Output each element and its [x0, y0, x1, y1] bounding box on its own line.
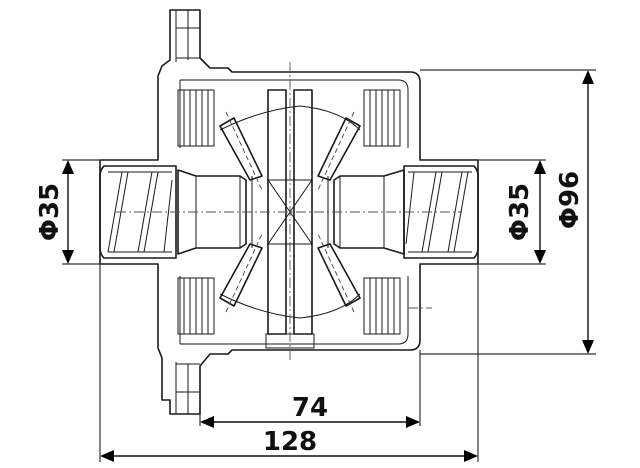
- dimension-outer-diameter: Φ96: [555, 70, 594, 354]
- clutch-pack-bottom-left: [177, 277, 215, 335]
- dimension-label-inner-width: 74: [292, 393, 328, 423]
- dimension-label-outer-diameter: Φ96: [555, 171, 585, 229]
- housing-outline: [99, 9, 479, 415]
- dimension-label-left-bore: Φ35: [35, 183, 65, 241]
- clutch-pack-bottom-right: [363, 277, 401, 335]
- pinion-shaft: [265, 89, 315, 349]
- dimension-left-bore: Φ35: [35, 160, 74, 264]
- clutch-pack-top-left: [177, 89, 215, 147]
- pinion-gears: [219, 105, 361, 319]
- dimension-right-bore: Φ35: [505, 160, 546, 264]
- dimension-inner-width: 74: [200, 393, 420, 428]
- dimension-label-overall-width: 128: [263, 427, 317, 457]
- center-lines: [116, 62, 462, 362]
- right-hub: [403, 165, 479, 259]
- clutch-pack-top-right: [363, 89, 401, 147]
- dimension-overall-width: 128: [100, 427, 478, 462]
- extension-lines: [62, 69, 596, 462]
- dimension-label-right-bore: Φ35: [505, 183, 535, 241]
